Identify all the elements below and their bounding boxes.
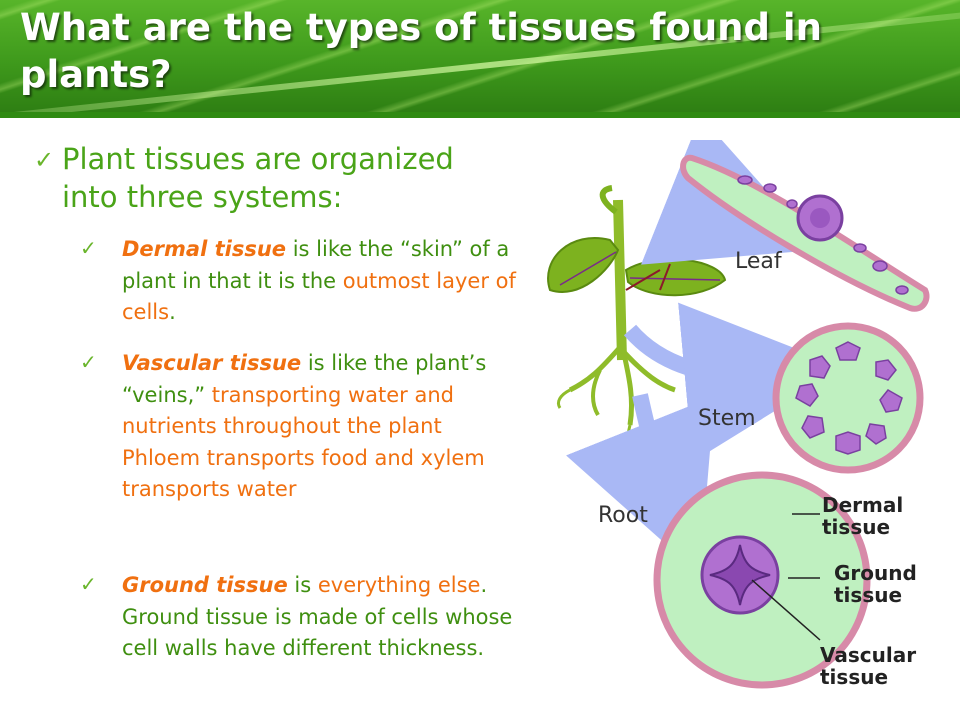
term-vascular: Vascular tissue	[122, 351, 302, 375]
checkmark-icon: ✓	[80, 572, 97, 596]
page-title: What are the types of tissues found in p…	[20, 6, 822, 96]
bullet-vascular: Vascular tissue is like the plant’s “vei…	[122, 351, 487, 501]
header-divider	[0, 112, 960, 118]
leaf-cross-section	[680, 154, 930, 312]
plant-illustration	[547, 185, 727, 459]
label-vascular-1: Vascular	[820, 643, 916, 667]
label-root: Root	[598, 503, 648, 528]
checkmark-icon: ✓	[80, 236, 97, 260]
label-stem: Stem	[698, 406, 756, 431]
label-ground-2: tissue	[834, 583, 902, 607]
root-cross-section	[653, 471, 871, 689]
stem-cross-section	[772, 322, 924, 474]
intro-text: Plant tissues are organized into three s…	[62, 142, 454, 214]
checkmark-icon: ✓	[80, 350, 97, 374]
header-banner: What are the types of tissues found in p…	[0, 0, 960, 112]
label-leaf: Leaf	[735, 249, 783, 274]
plant-tissue-diagram: Leaf Stem Root Dermal tissue Ground tiss…	[547, 140, 930, 689]
label-dermal-2: tissue	[822, 515, 890, 539]
bullet-ground: Ground tissue is everything else. Ground…	[122, 573, 513, 660]
checkmark-icon: ✓	[34, 146, 55, 174]
bullet-dermal: Dermal tissue is like the “skin” of a pl…	[122, 237, 516, 324]
term-ground: Ground tissue	[122, 573, 288, 597]
label-ground-1: Ground	[834, 561, 917, 585]
term-dermal: Dermal tissue	[122, 237, 287, 261]
label-leaders	[751, 513, 821, 641]
label-vascular-2: tissue	[820, 665, 888, 689]
label-dermal-1: Dermal	[822, 493, 903, 517]
